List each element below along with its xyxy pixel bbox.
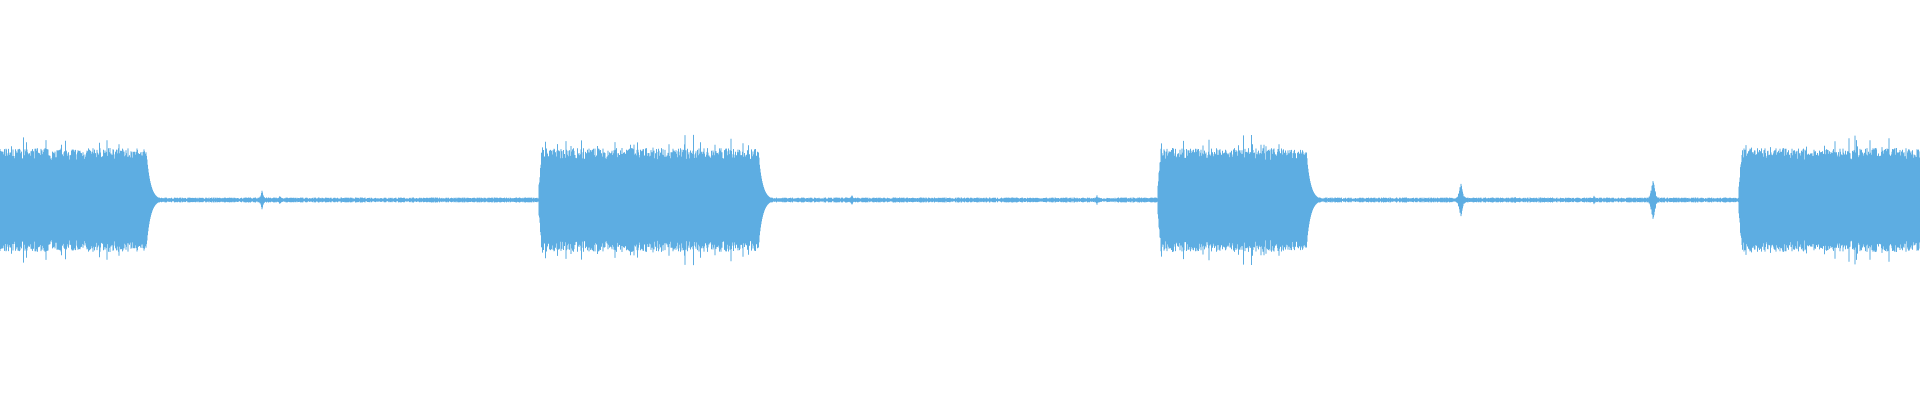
- waveform-path: [0, 134, 1920, 266]
